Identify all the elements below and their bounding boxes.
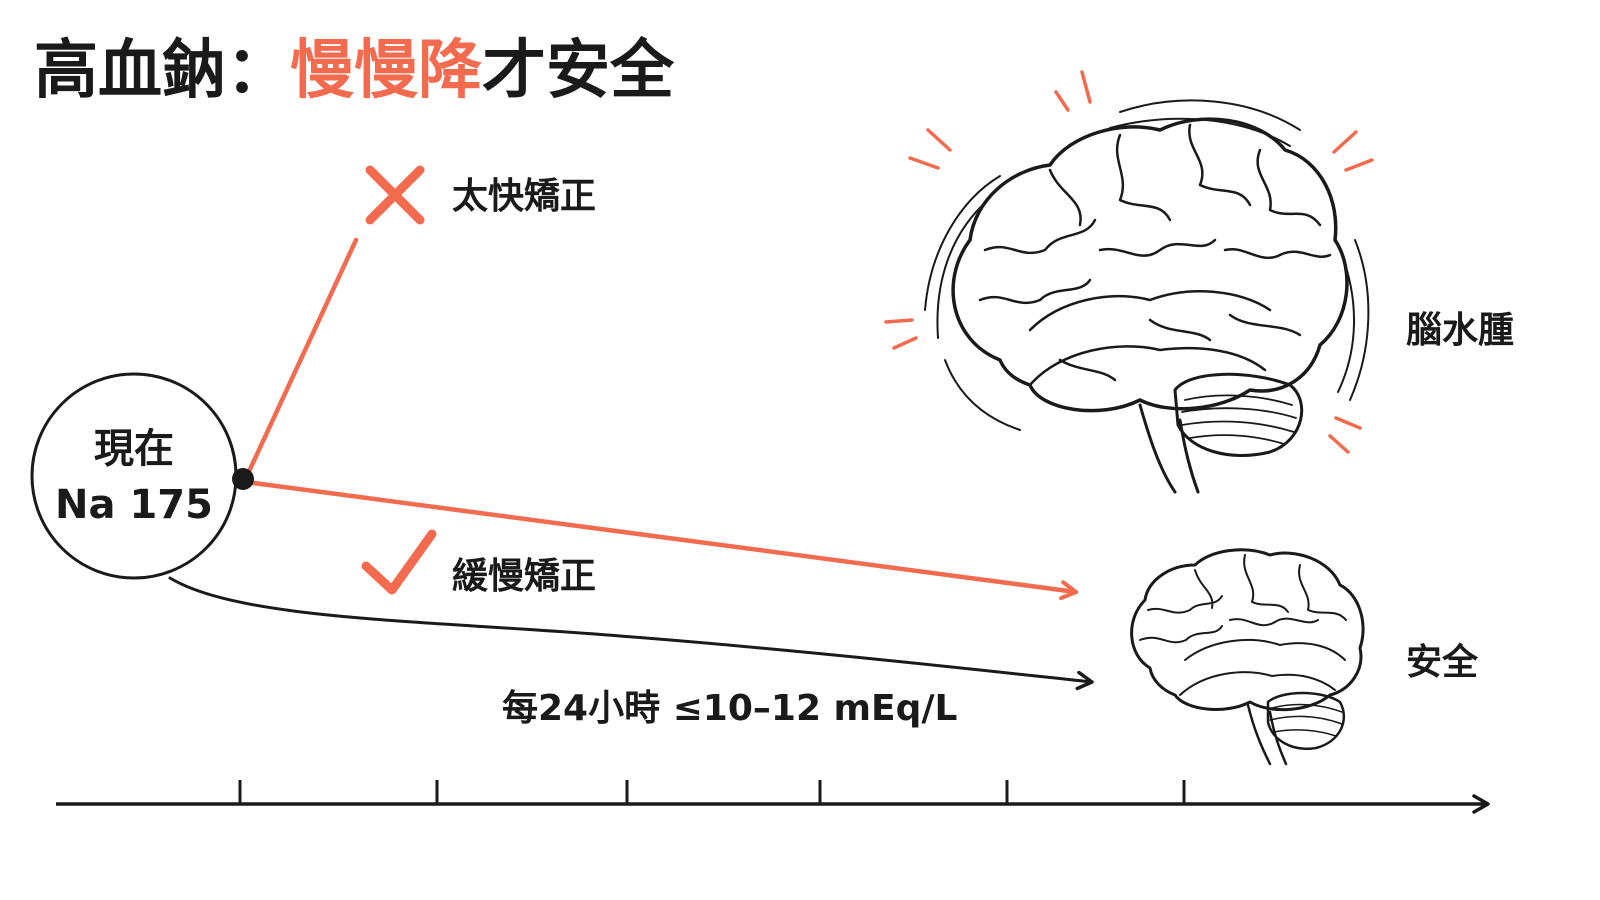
fast-correction-label: 太快矯正: [452, 176, 596, 217]
cross-icon: [365, 165, 425, 225]
safe-label: 安全: [1406, 641, 1479, 683]
slow-correction-label: 緩慢矯正: [452, 556, 596, 597]
fast-drop-arrow: [243, 479, 1079, 601]
start-node-line1: 現在: [94, 426, 174, 472]
fast-correction-line: [243, 237, 359, 481]
swollen-brain-icon: [884, 70, 1374, 494]
edema-label: 腦水腫: [1406, 310, 1514, 351]
start-point-dot: [232, 468, 254, 490]
title-suffix: 才安全: [482, 34, 675, 108]
slow-correction-arrow: [168, 576, 1094, 691]
title-highlight: 慢慢降: [290, 34, 482, 108]
page-title: 高血鈉：慢慢降才安全: [34, 34, 675, 108]
normal-brain-icon: [1130, 548, 1365, 766]
time-axis: [56, 780, 1490, 814]
title-prefix: 高血鈉：: [34, 34, 290, 108]
start-node: 現在 Na 175: [30, 372, 254, 580]
check-icon: [361, 529, 437, 595]
start-node-line2: Na 175: [55, 482, 213, 528]
rate-label: 每24小時 ≤10–12 mEq/L: [502, 688, 958, 729]
